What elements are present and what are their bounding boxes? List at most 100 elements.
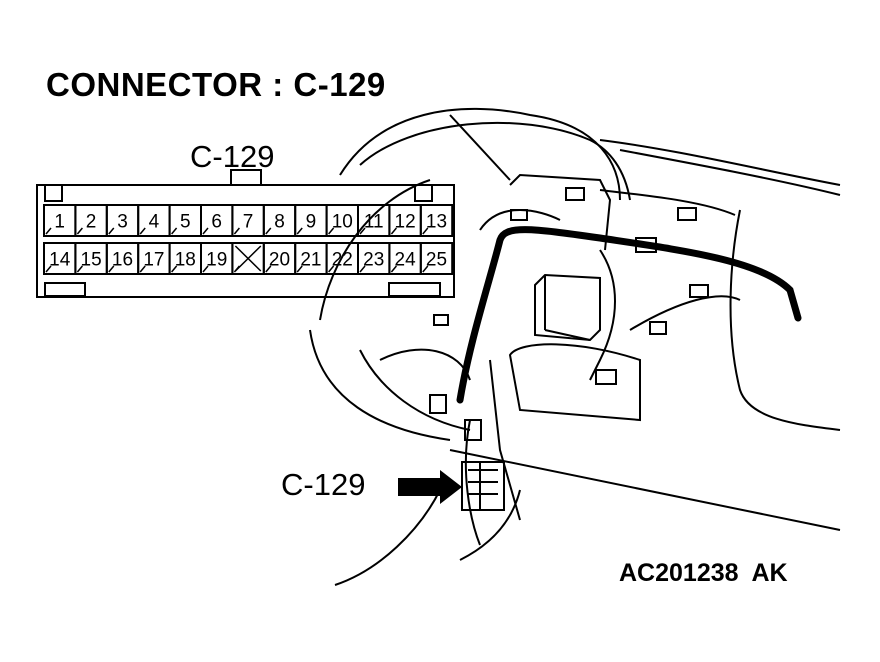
cavity-lock-tick bbox=[171, 227, 178, 235]
relay-box-base bbox=[544, 329, 591, 341]
dashboard-illustration bbox=[309, 107, 841, 586]
cavity-lock-tick bbox=[359, 227, 366, 235]
panel-top-inner bbox=[619, 149, 841, 196]
connector-foot-right bbox=[388, 282, 441, 297]
pin-number: 3 bbox=[117, 212, 128, 233]
pin-number: 17 bbox=[143, 250, 164, 271]
harness-branch-lower bbox=[459, 489, 521, 561]
harness-connector bbox=[565, 187, 585, 201]
pin-number: 20 bbox=[269, 250, 290, 271]
connector-housing bbox=[36, 184, 455, 298]
harness-connector bbox=[677, 207, 697, 221]
center-bracket bbox=[508, 343, 641, 422]
panel-lower-line bbox=[629, 295, 741, 331]
pin-number: 9 bbox=[306, 212, 317, 233]
cavity-lock-tick bbox=[422, 227, 429, 235]
harness-connector bbox=[635, 237, 657, 253]
dash-vent bbox=[379, 348, 471, 381]
pin-number: 16 bbox=[112, 250, 133, 271]
pin-number: 10 bbox=[332, 212, 353, 233]
pin-number: 22 bbox=[332, 250, 353, 271]
dash-knee-curve bbox=[309, 329, 451, 441]
cavity-lock-tick bbox=[202, 227, 209, 235]
diagram-title: CONNECTOR : C-129 bbox=[46, 66, 386, 103]
cavity-lock-tick bbox=[422, 265, 429, 273]
pin-number: 8 bbox=[274, 212, 285, 233]
cavity-lock-tick bbox=[202, 265, 209, 273]
wire-to-floor bbox=[334, 489, 441, 586]
pin-number: 25 bbox=[426, 250, 447, 271]
panel-top-edge bbox=[599, 139, 841, 186]
cavity-lock-tick bbox=[296, 227, 303, 235]
dash-lower-curve bbox=[319, 179, 431, 321]
pin-number: 24 bbox=[395, 250, 417, 271]
empty-cavity-mark bbox=[234, 245, 262, 272]
column-shroud-outline bbox=[339, 107, 621, 201]
connector-c129-body bbox=[461, 461, 505, 511]
cavity-lock-tick bbox=[76, 265, 83, 273]
cavity-lock-tick bbox=[390, 227, 397, 235]
cavity-lock-tick bbox=[76, 227, 83, 235]
pin-number: 18 bbox=[175, 250, 196, 271]
bracket-top bbox=[509, 173, 612, 251]
cavity-lock-tick bbox=[139, 227, 146, 235]
cavity-lock-tick bbox=[45, 265, 52, 273]
floor-line bbox=[449, 449, 841, 531]
pin-number: 19 bbox=[206, 250, 227, 271]
harness-connector bbox=[649, 321, 667, 335]
harness-connector bbox=[689, 284, 709, 298]
harness-connector bbox=[433, 314, 449, 326]
main-harness bbox=[456, 226, 802, 404]
pointer-arrow bbox=[398, 470, 462, 504]
pin-number: 14 bbox=[49, 250, 71, 271]
harness-branch-down bbox=[464, 419, 481, 546]
pin-number: 13 bbox=[426, 212, 447, 233]
cavity-lock-tick bbox=[171, 265, 178, 273]
column-shroud-inner bbox=[359, 121, 631, 201]
pin-number: 21 bbox=[300, 250, 321, 271]
connector-location-label: C-129 bbox=[281, 467, 366, 502]
pin-number: 4 bbox=[149, 212, 160, 233]
figure-code: AC201238 AK bbox=[619, 559, 788, 587]
cavity-lock-tick bbox=[265, 227, 272, 235]
connector-foot-left bbox=[44, 282, 86, 297]
column-tube bbox=[489, 359, 521, 521]
column-edge bbox=[449, 114, 511, 181]
cavity-lock-tick bbox=[328, 265, 335, 273]
cavity-lock-tick bbox=[328, 227, 335, 235]
pin-number: 12 bbox=[395, 212, 416, 233]
connector-face-label: C-129 bbox=[190, 139, 275, 174]
cavity-lock-tick bbox=[233, 227, 240, 235]
cavity-lock-tick bbox=[265, 265, 272, 273]
pin-number: 7 bbox=[243, 212, 254, 233]
panel-ledge bbox=[599, 189, 736, 216]
cavity-lock-tick bbox=[296, 265, 303, 273]
harness-connector bbox=[464, 419, 482, 441]
connector-cavity bbox=[419, 204, 454, 237]
cavity-lock-tick bbox=[45, 227, 52, 235]
connector-tab-right bbox=[414, 185, 433, 202]
pin-number: 15 bbox=[81, 250, 102, 271]
dash-knee-inner bbox=[359, 349, 471, 431]
pin-number: 6 bbox=[211, 212, 222, 233]
harness-connector bbox=[595, 369, 617, 385]
glovebox-outline bbox=[729, 209, 841, 431]
harness-branch-right bbox=[589, 249, 616, 381]
cavity-lock-tick bbox=[139, 265, 146, 273]
cavity-lock-tick bbox=[359, 265, 366, 273]
pin-number: 11 bbox=[364, 212, 384, 233]
harness-connector bbox=[429, 394, 447, 414]
cavity-lock-tick bbox=[108, 265, 115, 273]
pin-number: 2 bbox=[86, 212, 97, 233]
pin-number: 1 bbox=[54, 212, 65, 233]
cavity-lock-tick bbox=[390, 265, 397, 273]
connector-cavity bbox=[419, 242, 454, 275]
cavity-lock-tick bbox=[108, 227, 115, 235]
harness-connector bbox=[510, 209, 528, 221]
connector-latch bbox=[230, 169, 262, 185]
pin-number: 5 bbox=[180, 212, 191, 233]
connector-c129-detail bbox=[468, 462, 498, 510]
pin-number: 23 bbox=[363, 250, 384, 271]
